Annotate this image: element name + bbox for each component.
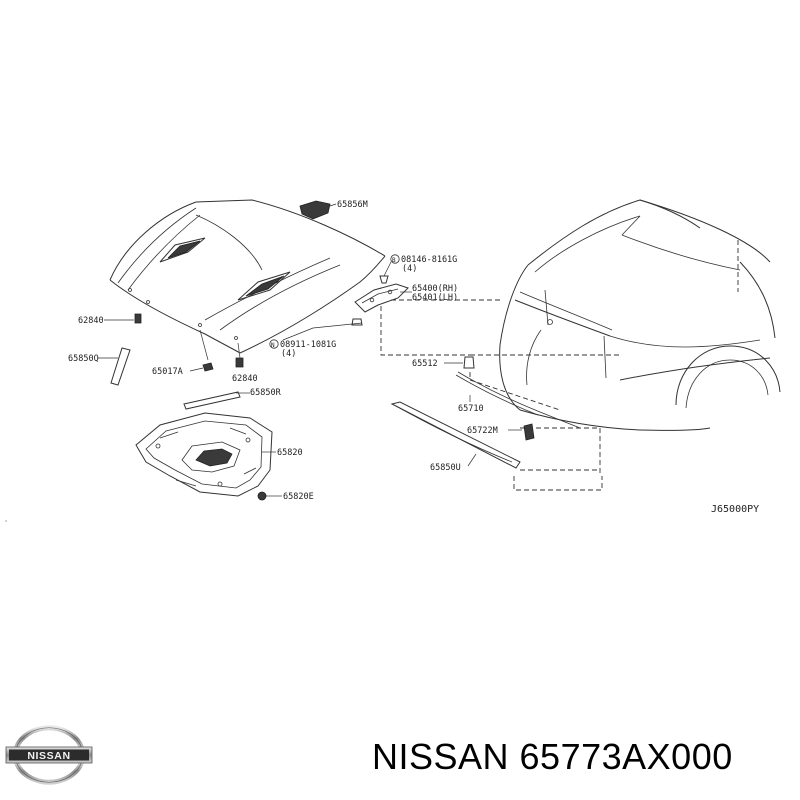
label-65400: 65400(RH) — [412, 284, 458, 294]
label-65820e: 65820E — [283, 492, 314, 502]
part-65512: 65512 — [412, 356, 475, 369]
figure-code: J65000PY — [711, 504, 759, 515]
label-65850q: 65850Q — [68, 354, 99, 364]
label-bolt-qty: (4) — [402, 264, 417, 274]
logo-text: NISSAN — [27, 750, 70, 762]
label-65722m: 65722M — [467, 426, 498, 436]
hood-hinge: 65400(RH) 65401(LH) — [354, 283, 470, 356]
nissan-logo: NISSAN — [5, 725, 93, 785]
part-65850r: 65850R — [183, 388, 282, 410]
part-65820e: 65820E — [257, 491, 314, 502]
hood-insulator-65820: 65820 — [135, 412, 303, 497]
label-62840-left: 62840 — [78, 316, 104, 326]
part-number-title: NISSAN 65773AX000 — [372, 736, 733, 777]
label-65710: 65710 — [458, 404, 484, 414]
part-65722m: 65722M — [467, 423, 535, 441]
bolt-marker: B — [392, 257, 396, 264]
label-65850u: 65850U — [430, 463, 461, 473]
part-65850q: 65850Q — [68, 347, 131, 386]
part-65850u: 65850U — [390, 401, 521, 473]
label-65850r: 65850R — [250, 388, 282, 398]
part-65856m: 65856M — [299, 200, 368, 220]
label-65401: 65401(LH) — [412, 293, 458, 303]
part-62840-right: 62840 — [232, 357, 258, 384]
label-nut-qty: (4) — [281, 349, 296, 359]
label-65512: 65512 — [412, 359, 438, 369]
part-65017a: 65017A — [152, 362, 214, 377]
guide-lines — [388, 240, 739, 491]
part-62840-left: 62840 — [78, 313, 142, 326]
car-body — [499, 199, 781, 431]
nut-marker: N — [271, 342, 275, 349]
label-65017a: 65017A — [152, 367, 183, 377]
margin-dot — [5, 520, 7, 522]
label-65856m: 65856M — [337, 200, 368, 210]
label-nut-code: 08911-1081G — [280, 340, 336, 350]
callout-bolt: B 08146-8161G (4) — [379, 254, 457, 284]
label-bolt-code: 08146-8161G — [401, 255, 457, 265]
label-65820: 65820 — [277, 448, 303, 458]
label-62840-right: 62840 — [232, 374, 258, 384]
hood-panel — [109, 199, 386, 361]
part-65710: 65710 — [455, 371, 581, 429]
callout-nut: N 08911-1081G (4) — [269, 318, 363, 359]
